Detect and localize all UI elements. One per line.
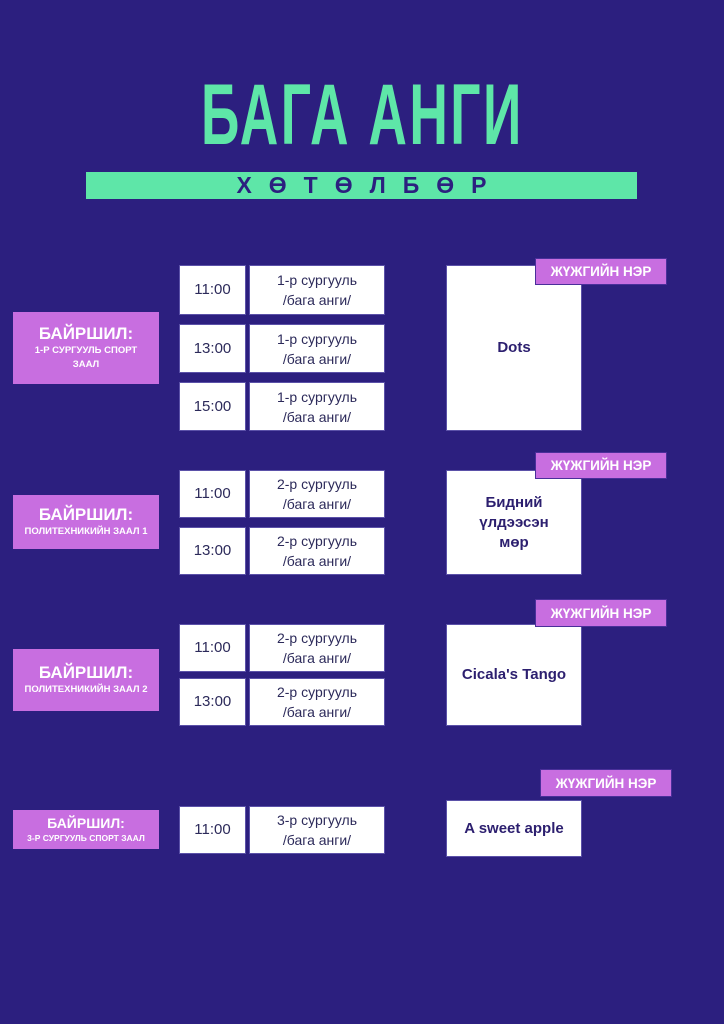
dance-name-box: Dots (446, 265, 582, 431)
dance-label: ЖҮЖГИЙН НЭР (535, 599, 667, 627)
dance-name-box: Бидний үлдээсэн мөр (446, 470, 582, 575)
time-cell: 15:00 (179, 382, 246, 431)
page-title: БАГА АНГИ (200, 67, 524, 163)
location-name: 3-Р СУРГУУЛЬ СПОРТ ЗААЛ (27, 833, 145, 843)
dance-label: ЖҮЖГИЙН НЭР (535, 452, 667, 479)
time-cell: 11:00 (179, 624, 246, 672)
location-heading: БАЙРШИЛ: (47, 815, 125, 831)
school-cell: 1-р сургууль/бага анги/ (249, 382, 385, 431)
school-cell: 2-р сургууль/бага анги/ (249, 470, 385, 518)
time-cell: 11:00 (179, 806, 246, 854)
time-cell: 13:00 (179, 527, 246, 575)
location-heading: БАЙРШИЛ: (38, 663, 134, 682)
time-cell: 13:00 (179, 678, 246, 726)
dance-label: ЖҮЖГИЙН НЭР (540, 769, 672, 797)
dance-name-box: A sweet apple (446, 800, 582, 857)
school-cell: 1-р сургууль/бага анги/ (249, 324, 385, 373)
subtitle-banner: ХӨТӨЛБӨР (86, 172, 637, 199)
location-box: БАЙРШИЛ: ПОЛИТЕХНИКИЙН ЗААЛ 1 (13, 495, 159, 549)
school-cell: 2-р сургууль/бага анги/ (249, 624, 385, 672)
time-cell: 13:00 (179, 324, 246, 373)
location-heading: БАЙРШИЛ: (38, 324, 134, 343)
location-name: ПОЛИТЕХНИКИЙН ЗААЛ 2 (24, 684, 148, 695)
location-name: ПОЛИТЕХНИКИЙН ЗААЛ 1 (24, 526, 148, 537)
school-cell: 3-р сургууль/бага анги/ (249, 806, 385, 854)
location-box: БАЙРШИЛ: 1-Р СУРГУУЛЬ СПОРТ ЗААЛ (13, 312, 159, 384)
location-heading: БАЙРШИЛ: (38, 505, 134, 524)
school-cell: 2-р сургууль/бага анги/ (249, 527, 385, 575)
dance-label: ЖҮЖГИЙН НЭР (535, 258, 667, 285)
school-cell: 2-р сургууль/бага анги/ (249, 678, 385, 726)
location-box: БАЙРШИЛ: ПОЛИТЕХНИКИЙН ЗААЛ 2 (13, 649, 159, 711)
time-cell: 11:00 (179, 470, 246, 518)
time-cell: 11:00 (179, 265, 246, 315)
dance-name-box: Cicala's Tango (446, 624, 582, 726)
location-name: 1-Р СУРГУУЛЬ СПОРТ ЗААЛ (34, 345, 138, 370)
school-cell: 1-р сургууль/бага анги/ (249, 265, 385, 315)
location-box: БАЙРШИЛ: 3-Р СУРГУУЛЬ СПОРТ ЗААЛ (13, 810, 159, 849)
